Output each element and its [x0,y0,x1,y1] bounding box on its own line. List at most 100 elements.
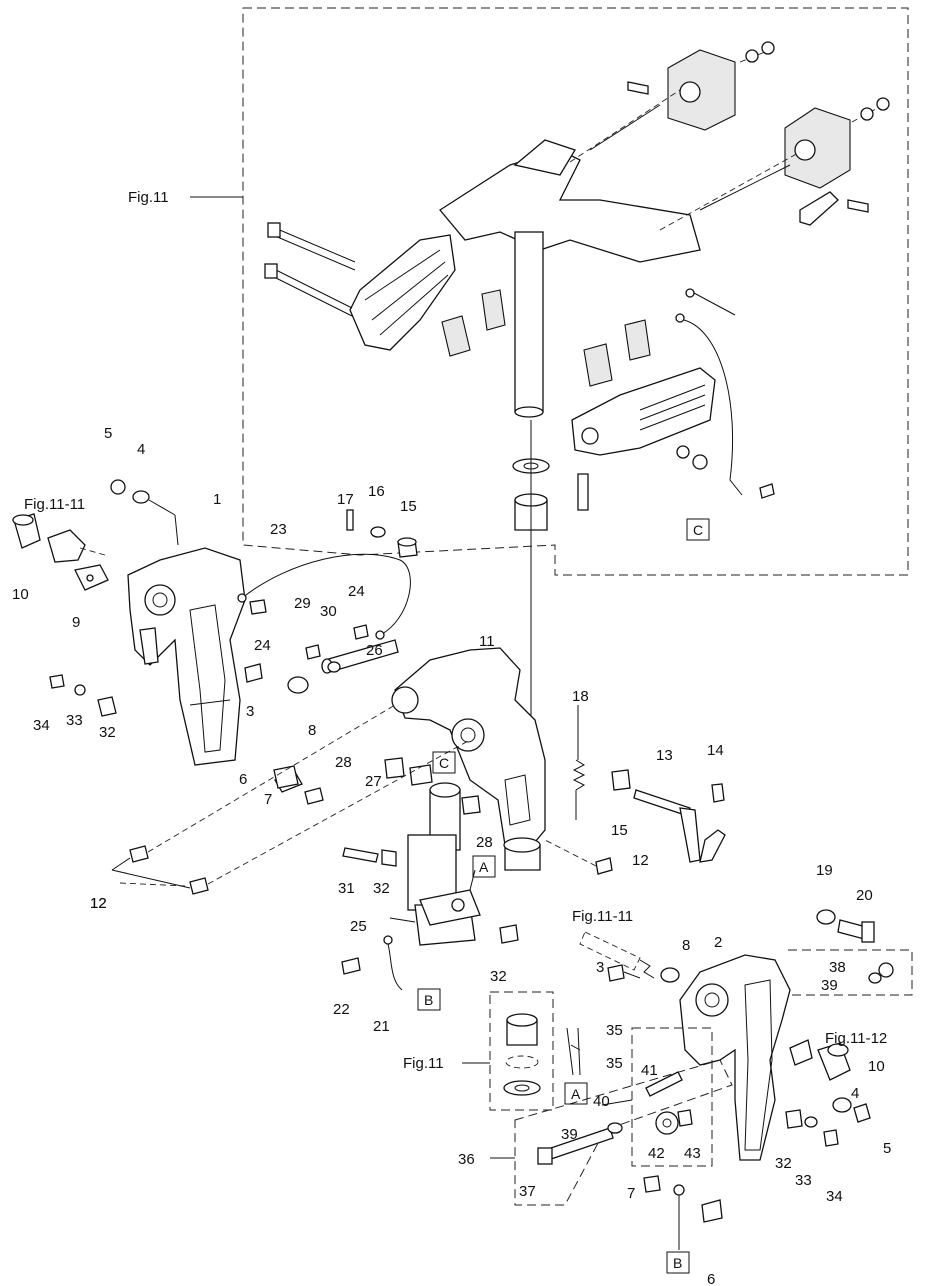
through-bolts [264,104,791,317]
trim-sensor-left [12,513,109,591]
svg-text:A: A [571,1086,581,1102]
nut-5-left [110,479,126,495]
part-label: 40 [593,1093,610,1110]
ref-fig11-11-right: Fig.11-11 [572,908,633,925]
part-label: 39 [821,977,838,994]
part-label: 18 [572,688,589,705]
part-label: 34 [826,1188,843,1205]
box-b-low: B [666,1251,690,1274]
part-label: 43 [684,1145,701,1162]
svg-text:C: C [693,522,703,538]
part-label: 7 [264,791,272,808]
part-label: 29 [294,595,311,612]
part-label: 11 [479,633,495,650]
part-label: 26 [366,642,383,659]
part-label: 25 [350,918,367,935]
box-c-top: C [686,518,710,541]
part-label: 8 [682,937,690,954]
svg-text:C: C [439,755,449,771]
part-label: 27 [365,773,382,790]
part-label: 12 [632,852,649,869]
part-label: 39 [561,1126,578,1143]
steering-bracket [349,139,701,418]
part-label: 35 [606,1022,623,1039]
svg-text:A: A [479,859,489,875]
part-label: 2 [714,934,722,951]
ref-fig11-11-left: Fig.11-11 [24,496,85,513]
part-label: 21 [373,1018,390,1035]
part-label: 19 [816,862,833,879]
box-b-mid: B [417,988,441,1011]
part-label: 4 [137,441,145,458]
washer-4-left [132,490,150,504]
part-label: 16 [368,483,385,500]
part-label: 24 [348,583,365,600]
part-label: 3 [246,703,254,720]
part-label: 14 [707,742,724,759]
fig11-lower-boundary [489,991,554,1111]
box-a-mid: A [472,855,496,878]
lower-mount-bracket [571,288,775,511]
part-label: 15 [400,498,417,515]
svg-text:B: B [424,992,433,1008]
ref-fig11-12: Fig.11-12 [825,1030,887,1047]
part-label: 33 [795,1172,812,1189]
ref-fig11-bottom: Fig.11 [403,1055,444,1072]
part-label: 42 [648,1145,665,1162]
part-label: 8 [308,722,316,739]
part-label: 12 [90,895,107,912]
part-label: 38 [829,959,846,976]
tilt-cylinder [407,782,481,946]
part-label: 15 [611,822,628,839]
part-label: 6 [707,1271,715,1286]
part-label: 13 [656,747,673,764]
part-label: 12 [90,895,107,912]
part-label: 17 [337,491,354,508]
swivel-bracket [391,647,546,871]
part-label: 32 [775,1155,792,1172]
part-label: 10 [868,1058,885,1075]
part-label: 32 [99,724,116,741]
part-label: 10 [12,586,29,603]
part-number-labels: 1 2 3 3 4 4 5 5 6 6 7 7 8 8 9 10 10 11 1… [12,425,891,1286]
svg-text:B: B [673,1255,682,1271]
part-label: 5 [883,1140,891,1157]
tilt-spring [572,705,586,820]
stern-bracket-right [679,954,791,1161]
stern-bracket-left [127,547,246,766]
part-label: 41 [641,1062,658,1079]
part-label: 24 [254,637,271,654]
part-label: 7 [627,1185,635,1202]
part-label: 3 [596,959,604,976]
part-label: 6 [239,771,247,788]
tilt-lever [611,769,726,863]
fig11-11-right-ghost [579,931,641,971]
box-c-mid: C [432,751,456,774]
part-label: 36 [458,1151,475,1168]
part-label: 32 [490,968,507,985]
part-label: 31 [338,880,355,897]
part-label: 28 [335,754,352,771]
fig11-boundary [242,7,909,576]
fig11-12-group-boundary [788,949,913,996]
part-label: 20 [856,887,873,904]
upper-mount-blocks [569,41,890,231]
ground-wire [241,553,411,636]
box-a-low: A [564,1082,588,1105]
part-label: 23 [270,521,287,538]
part-label: 1 [213,491,221,508]
part-label: 28 [476,834,493,851]
pin-17 [346,509,354,531]
group-36-boundary [514,1059,733,1206]
part-label: 5 [104,425,112,442]
part-label: 34 [33,717,50,734]
part-label: 9 [72,614,80,631]
part-label: 33 [66,712,83,729]
part-label: 4 [851,1085,859,1102]
ref-fig11-top: Fig.11 [128,189,169,206]
part-label: 32 [373,880,390,897]
rubber-dampers [441,289,651,387]
group-40-43-boundary [631,1027,713,1167]
